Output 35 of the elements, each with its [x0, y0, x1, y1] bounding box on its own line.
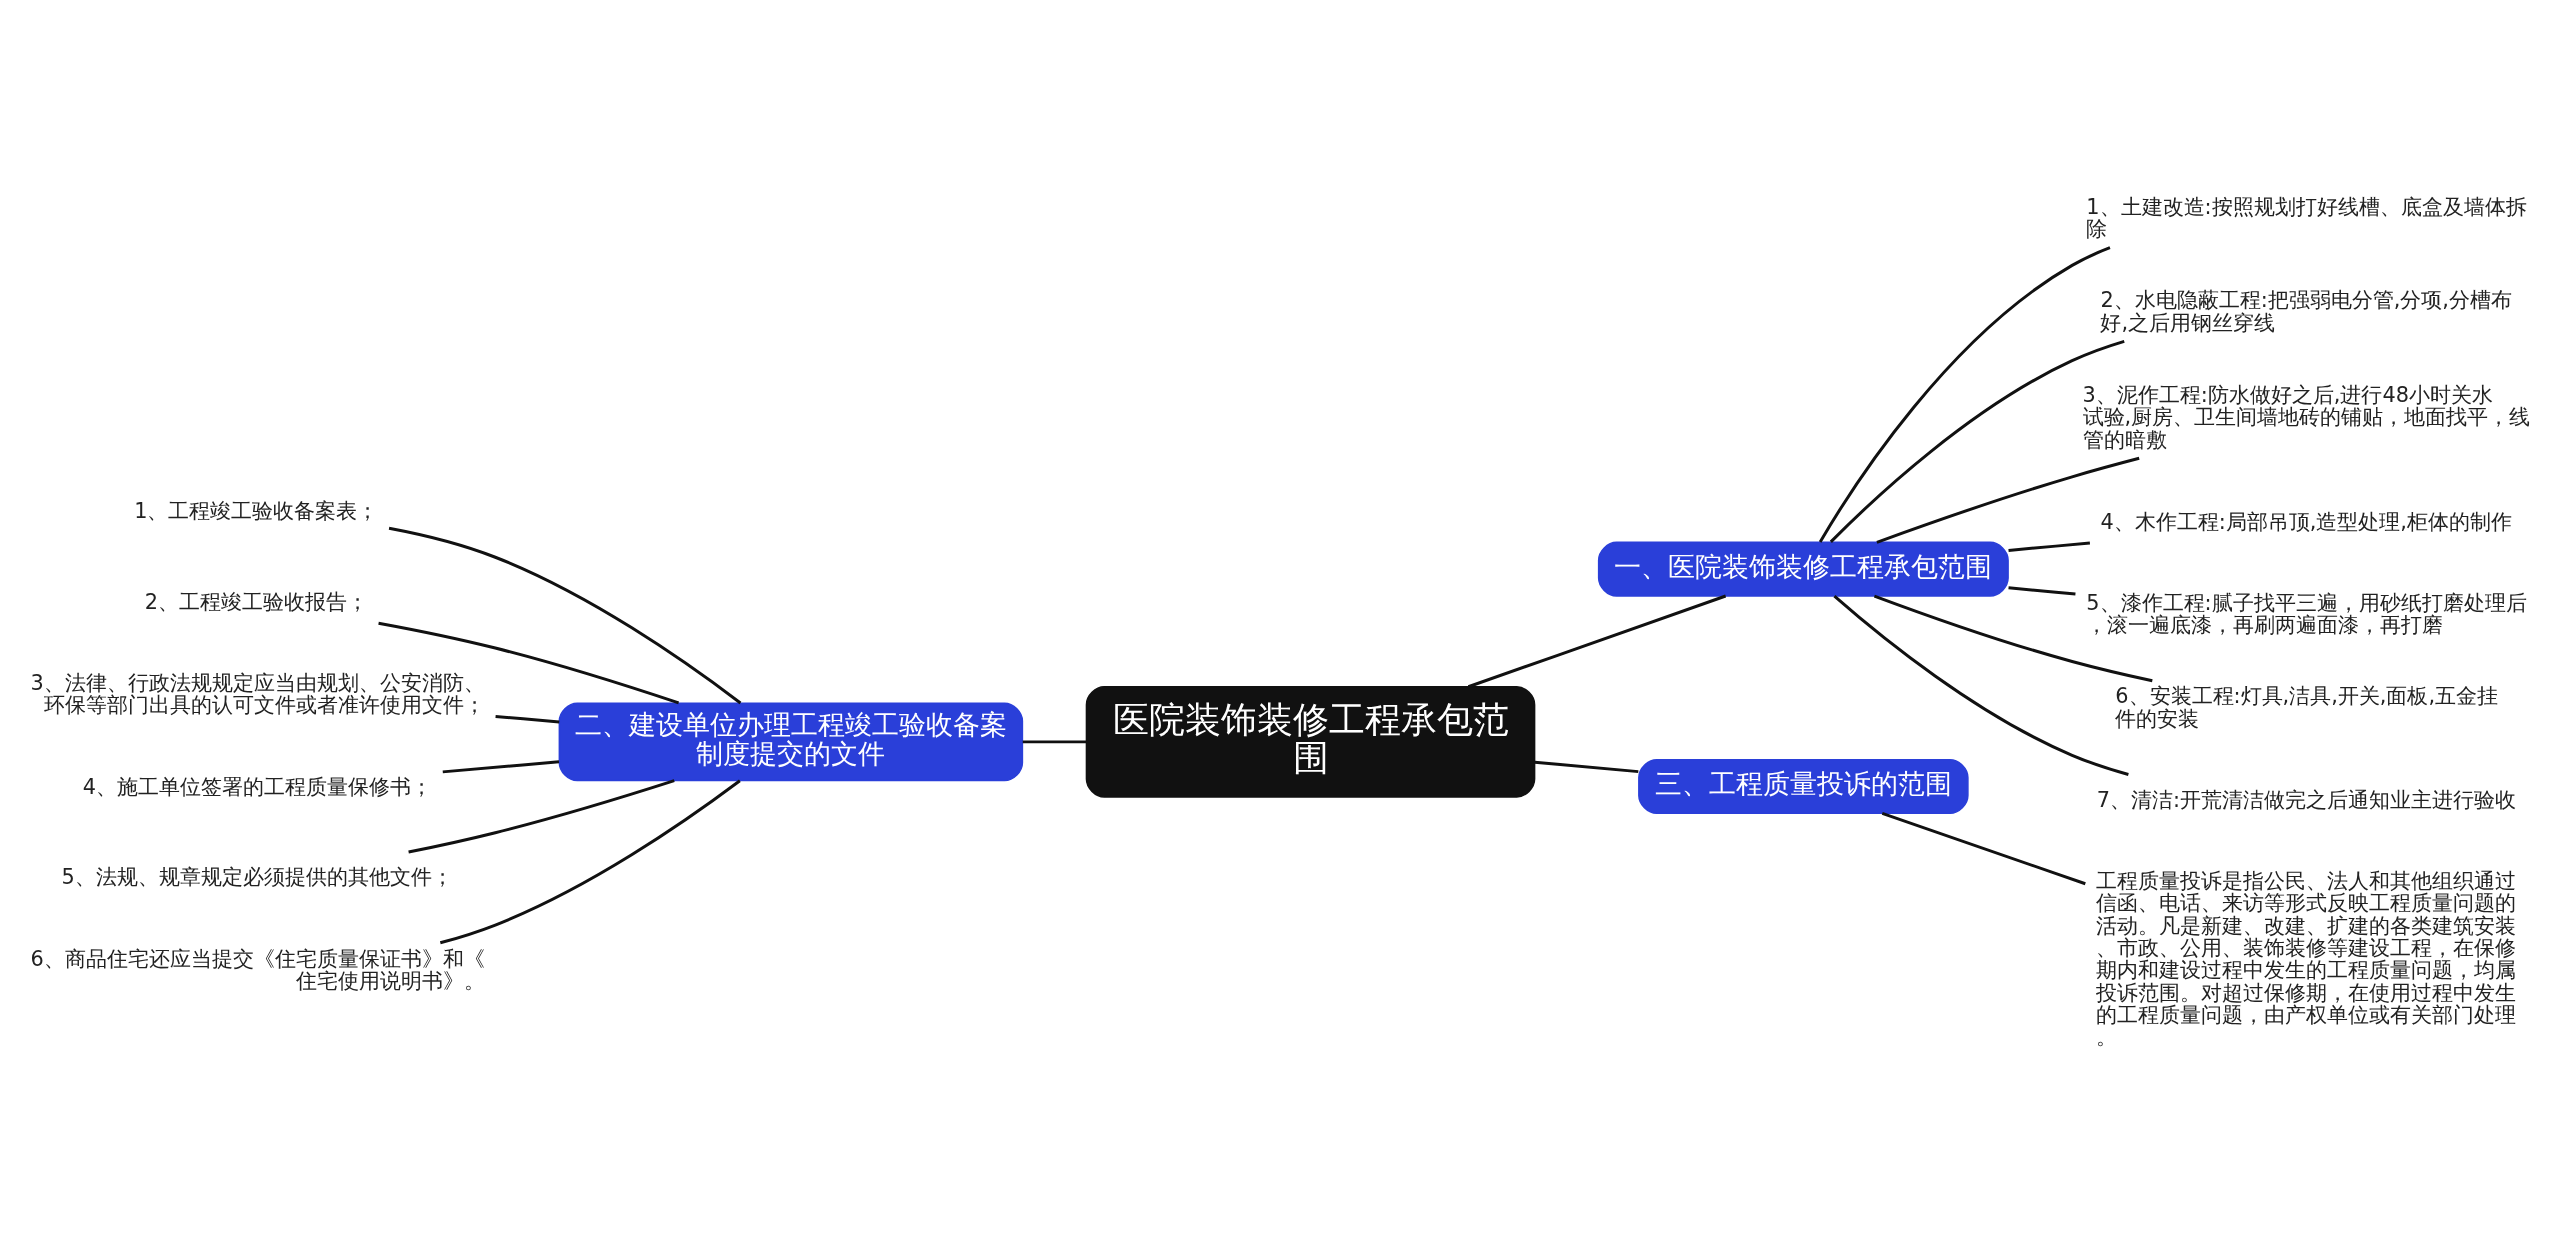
connector: [388, 526, 742, 705]
connector: [1881, 811, 2086, 886]
connector: [1833, 594, 2129, 776]
connector: [1818, 246, 2111, 543]
node-text: 6、安装工程:灯具,洁具,开关,面板,五金挂件的安装: [2115, 684, 2499, 731]
node-text: 1、工程竣工验收备案表；: [134, 499, 379, 524]
node-text: 2、水电隐蔽工程:把强弱电分管,分项,分槽布好,之后用钢丝穿线: [2100, 288, 2512, 335]
connector: [408, 779, 675, 854]
connector: [1022, 740, 1087, 744]
node-text: 4、施工单位签署的工程质量保修书；: [82, 774, 433, 799]
connector: [1829, 339, 2125, 543]
node-text: 工程质量投诉是指公民、法人和其他组织通过信函、电话、来访等形式反映工程质量问题的活动。凡是新建、改建、扩建的各类建筑安装、市政、公用、装饰装修等建设工程，在保修期内和建设过程中发生的工程质量问题，均属投诉范围。对超过保修期，在使用过程中发生的工程质量问题，由产权单位或有关部门处理。: [2095, 869, 2516, 1050]
node-text: 3、泥作工程:防水做好之后,进行48小时关水试验,厨房、卫生间墙地砖的铺贴，地面找平，线管的暗敷: [2082, 382, 2531, 452]
node-box: 一、医院装饰装修工程承包范围: [1597, 541, 2009, 597]
node-box: 三、工程质量投诉的范围: [1638, 759, 1969, 815]
connector: [1534, 760, 1639, 774]
node-text: 6、商品住宅还应当提交《住宅质量保证书》和《住宅使用说明书》。: [30, 946, 485, 993]
connector: [439, 779, 741, 945]
connector: [2008, 541, 2091, 552]
connector: [1873, 594, 2153, 683]
node-text: 1、土建改造:按照规划打好线槽、底盒及墙体拆除: [2086, 194, 2527, 241]
connector: [1467, 594, 1727, 689]
connector: [1876, 456, 2140, 544]
node-text: 5、法规、规章规定必须提供的其他文件；: [61, 865, 453, 890]
node-text: 2、工程竣工验收报告；: [144, 589, 369, 614]
connector: [495, 714, 560, 724]
connector: [378, 621, 680, 705]
connector: [442, 760, 560, 774]
node-text: 7、清洁:开荒清洁做完之后通知业主进行验收: [2096, 787, 2516, 812]
node-text: 4、木作工程:局部吊顶,造型处理,柜体的制作: [2100, 509, 2512, 534]
node-box: 二、建设单位办理工程竣工验收备案制度提交的文件: [558, 702, 1024, 782]
node-box: 医院装饰装修工程承包范围: [1085, 686, 1536, 798]
node-text: 5、漆作工程:腻子找平三遍，用砂纸打磨处理后，滚一遍底漆，再刷两遍面漆，再打磨: [2086, 590, 2527, 637]
node-text: 3、法律、行政法规规定应当由规划、公安消防、环保等部门出具的认可文件或者准许使用文件；: [30, 671, 485, 718]
connector: [2008, 586, 2076, 596]
